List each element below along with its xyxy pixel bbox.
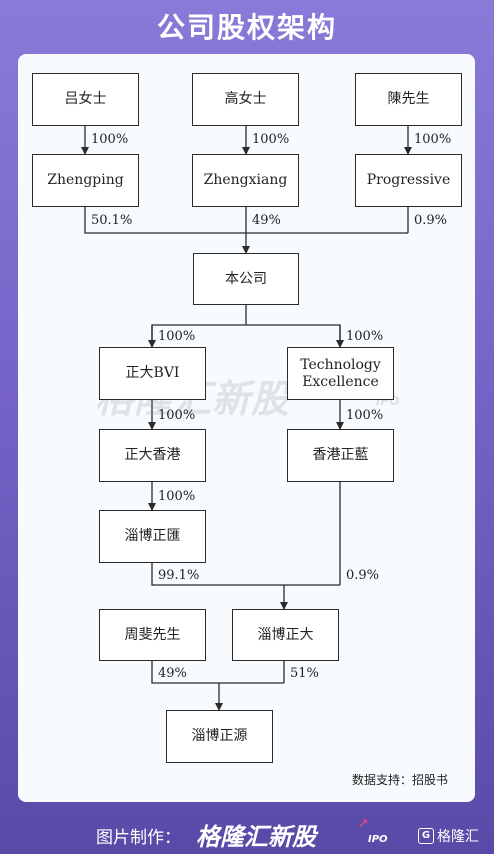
pct-progressive-company: 0.9%	[414, 213, 448, 228]
pct-tech-hklan: 100%	[346, 408, 384, 423]
pct-zhou-zhengyuan: 49%	[158, 666, 187, 681]
node-zhengping: Zhengping	[32, 154, 139, 207]
tech-line-1: Technology	[300, 357, 381, 374]
arrow-icon: ➚	[358, 816, 369, 831]
node-zhengxiang: Zhengxiang	[192, 154, 299, 207]
node-zibo-zhenghui: 淄博正匯	[99, 510, 206, 563]
footer-ipo: IPO	[368, 834, 388, 845]
pct-zhenghui-zhengda: 99.1%	[158, 568, 200, 583]
footer-brand: 格隆汇新股	[196, 823, 316, 851]
pct-company-bvi: 100%	[158, 329, 196, 344]
node-progressive: Progressive	[355, 154, 462, 207]
pct-zhengping-company: 50.1%	[91, 213, 133, 228]
node-zhengda-bvi: 正大BVI	[99, 347, 206, 400]
pct-company-tech: 100%	[346, 329, 384, 344]
node-chen: 陳先生	[355, 73, 462, 126]
source-note: 数据支持：招股书	[352, 773, 449, 787]
pct-zhengda-zhengyuan: 51%	[290, 666, 319, 681]
pct-hklan-zhengda: 0.9%	[346, 568, 380, 583]
pct-hk-zhenghui: 100%	[158, 489, 196, 504]
node-gao: 高女士	[192, 73, 299, 126]
node-zhengda-hk: 正大香港	[99, 429, 206, 482]
tech-line-2: Excellence	[302, 373, 379, 390]
node-company: 本公司	[193, 253, 299, 305]
node-zhou: 周斐先生	[99, 609, 206, 661]
logo-icon: G	[418, 828, 434, 844]
pct-gao-zhengxiang: 100%	[252, 132, 290, 147]
footer-logo: G 格隆汇	[418, 826, 479, 846]
footer-logo-text: 格隆汇	[437, 829, 479, 845]
pct-chen-progressive: 100%	[414, 132, 452, 147]
node-hk-zhenglan: 香港正藍	[287, 429, 394, 482]
footer-label: 图片制作：	[96, 828, 181, 848]
node-technology-excellence: Technology Excellence	[287, 347, 394, 400]
node-zibo-zhengda: 淄博正大	[232, 609, 339, 661]
pct-lu-zhengping: 100%	[91, 132, 129, 147]
page-title: 公司股权架构	[156, 11, 337, 44]
pct-zhengxiang-company: 49%	[252, 213, 281, 228]
node-zibo-zhengyuan: 淄博正源	[166, 710, 273, 763]
node-lu: 吕女士	[32, 73, 139, 126]
pct-bvi-hk: 100%	[158, 408, 196, 423]
